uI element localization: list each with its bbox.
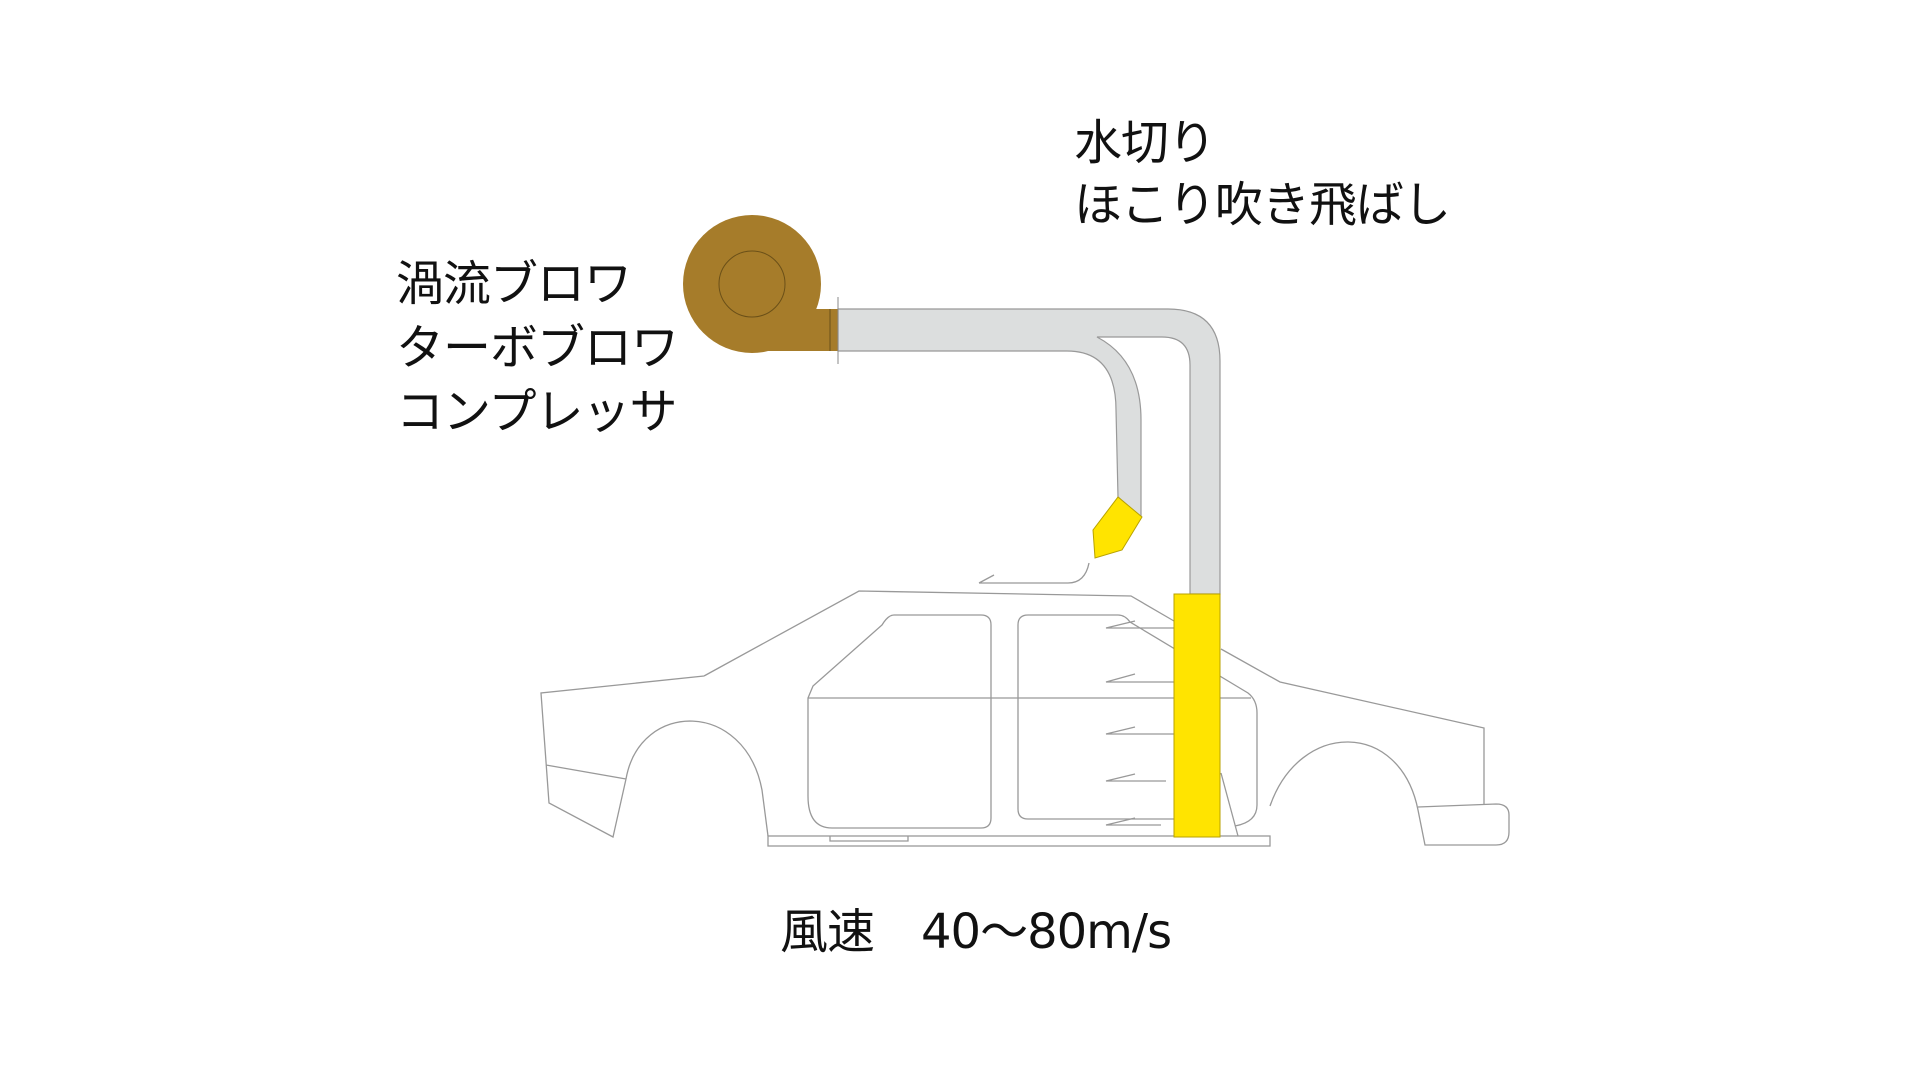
purpose-water-removal: 水切り	[1074, 115, 1216, 171]
airflow-arrow	[1105, 817, 1161, 826]
rear-door	[1017, 614, 1258, 837]
purpose-label: 水切り ほこり吹き飛ばし	[1074, 112, 1451, 236]
airflow-arrows	[1105, 620, 1174, 826]
side-nozzle-bar	[1173, 593, 1221, 838]
top-nozzle	[1092, 496, 1143, 559]
purpose-dust-blowing: ほこり吹き飛ばし	[1074, 177, 1451, 233]
airflow-arrow	[1105, 673, 1174, 683]
air-source-label: 渦流ブロワ ターボブロワ コンプレッサ	[396, 252, 679, 444]
front-wheel-arch	[625, 720, 769, 837]
source-compressor: コンプレッサ	[396, 384, 678, 440]
airflow-arrow	[1105, 726, 1174, 735]
sill-step	[829, 836, 909, 842]
front-door	[807, 614, 992, 829]
roof-hook	[978, 562, 1090, 584]
source-vortex-blower: 渦流ブロワ	[396, 256, 632, 312]
air-pipe	[837, 308, 1221, 595]
car-roof-and-sides	[540, 590, 1485, 838]
side-sill	[767, 835, 1271, 847]
car-body-outline	[540, 562, 1510, 847]
airflow-arrow	[1105, 620, 1174, 629]
rear-wheel-arch	[1269, 741, 1510, 846]
source-turbo-blower: ターボブロワ	[396, 320, 679, 376]
blower-impeller	[718, 250, 786, 318]
airflow-arrow	[1105, 773, 1166, 782]
wind-speed-label: 風速 40〜80m/s	[780, 904, 1172, 960]
blower-outlet	[752, 309, 838, 351]
